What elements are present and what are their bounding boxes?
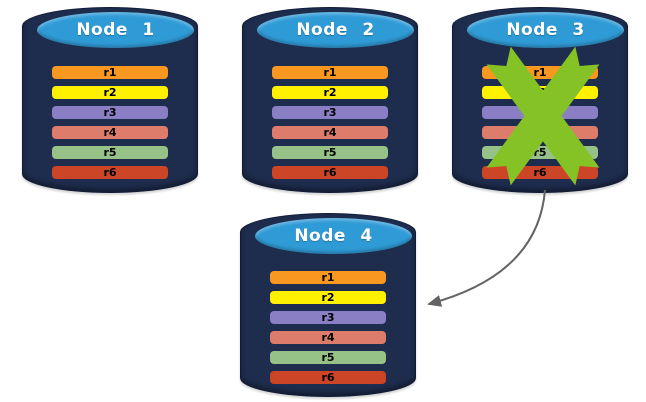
node-3-cylinder-top: Node 3 bbox=[467, 12, 624, 48]
node-2-cylinder-top: Node 2 bbox=[257, 12, 414, 48]
node-1-row-r2: r2 bbox=[52, 86, 168, 99]
node-1: Node 1 r1 r2 r3 r4 r5 r6 bbox=[22, 7, 198, 193]
failure-x-icon bbox=[486, 46, 600, 186]
node-1-title: Node 1 bbox=[76, 20, 155, 40]
node-2-row-r5: r5 bbox=[272, 146, 388, 159]
node-3-title: Node 3 bbox=[506, 20, 585, 40]
node-1-row-r4: r4 bbox=[52, 126, 168, 139]
x-stroke-2 bbox=[486, 46, 600, 186]
node-4-row-r2: r2 bbox=[270, 291, 386, 304]
node-4-cylinder-top: Node 4 bbox=[255, 218, 412, 254]
node-4-row-r5: r5 bbox=[270, 351, 386, 364]
node-1-row-r3: r3 bbox=[52, 106, 168, 119]
node-4-row-r6: r6 bbox=[270, 371, 386, 384]
node-1-rows: r1 r2 r3 r4 r5 r6 bbox=[52, 66, 168, 179]
node-1-row-r5: r5 bbox=[52, 146, 168, 159]
failover-arrow bbox=[427, 189, 546, 307]
node-2-rows: r1 r2 r3 r4 r5 r6 bbox=[272, 66, 388, 179]
node-2-row-r2: r2 bbox=[272, 86, 388, 99]
node-1-cylinder-top: Node 1 bbox=[37, 12, 194, 48]
node-1-row-r6: r6 bbox=[52, 166, 168, 179]
arrow-curve bbox=[427, 189, 546, 307]
node-2: Node 2 r1 r2 r3 r4 r5 r6 bbox=[242, 7, 418, 193]
node-4-row-r1: r1 bbox=[270, 271, 386, 284]
node-3: Node 3 r1 r2 r3 r4 r5 r6 bbox=[452, 7, 628, 193]
node-4-row-r4: r4 bbox=[270, 331, 386, 344]
node-4-title: Node 4 bbox=[294, 226, 373, 246]
node-4-row-r3: r3 bbox=[270, 311, 386, 324]
node-2-title: Node 2 bbox=[296, 20, 375, 40]
node-1-row-r1: r1 bbox=[52, 66, 168, 79]
node-2-row-r3: r3 bbox=[272, 106, 388, 119]
node-4-rows: r1 r2 r3 r4 r5 r6 bbox=[270, 271, 386, 384]
node-4: Node 4 r1 r2 r3 r4 r5 r6 bbox=[240, 213, 416, 397]
node-2-row-r1: r1 bbox=[272, 66, 388, 79]
node-2-row-r4: r4 bbox=[272, 126, 388, 139]
node-2-row-r6: r6 bbox=[272, 166, 388, 179]
